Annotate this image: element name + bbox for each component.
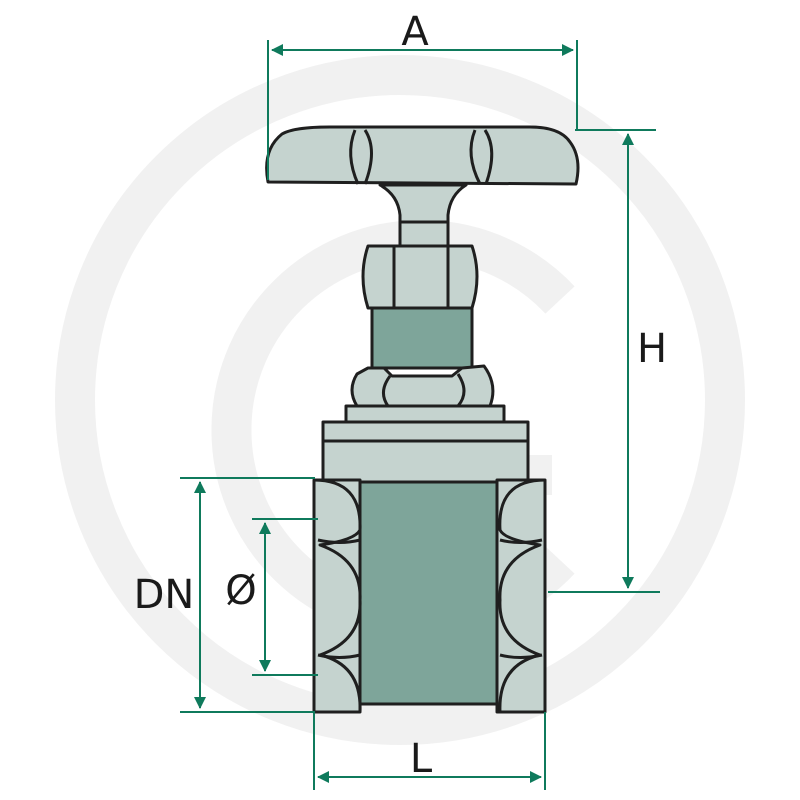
dimension-height-h [548, 129, 660, 593]
label-h: H [637, 326, 667, 372]
label-dn: DN [134, 572, 195, 618]
gland-nut [361, 244, 479, 310]
left-end-connection [312, 478, 362, 714]
valve-body [355, 480, 499, 706]
label-bore: Ø [225, 568, 256, 614]
bonnet-washer [344, 404, 506, 424]
label-a: A [401, 9, 429, 55]
valve-bonnet [321, 420, 530, 484]
dimension-length-l [313, 712, 546, 790]
bonnet-neck [370, 306, 474, 370]
valve-stem [378, 183, 468, 250]
label-l: L [410, 736, 433, 782]
handwheel [265, 125, 580, 186]
dimension-bore-o [252, 518, 318, 676]
dimension-width-a [267, 40, 578, 180]
dimension-nominal-dn [180, 477, 315, 713]
right-end-connection [495, 478, 547, 714]
bonnet-hex-nut [350, 364, 495, 408]
